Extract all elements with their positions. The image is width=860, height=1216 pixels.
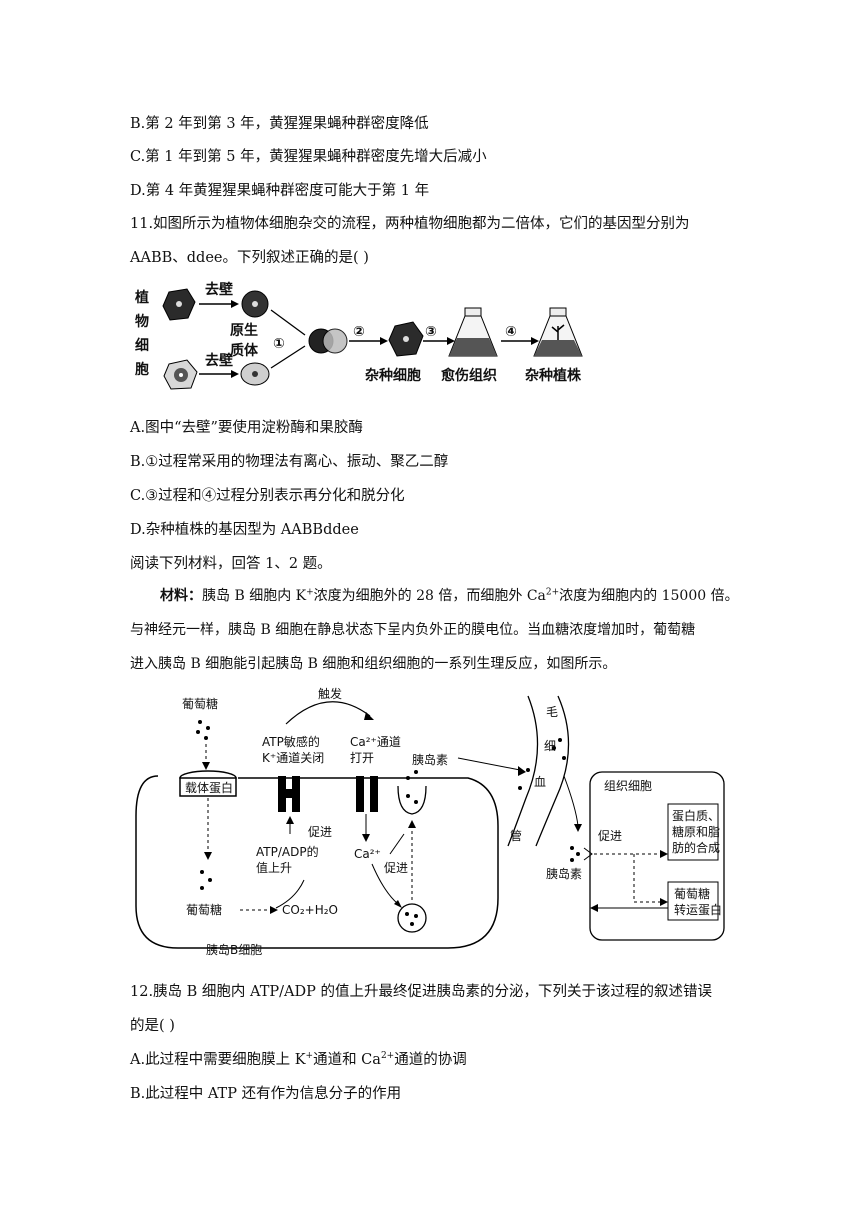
- glucose-transporter-box: [667, 881, 719, 921]
- hybrid-cell-label: 杂种细胞: [365, 367, 421, 384]
- carrier-protein-label: 载体蛋白: [185, 780, 233, 795]
- step-3-label: ③: [425, 324, 437, 340]
- q12-option-a: A.此过程中需要细胞膜上 K+通道和 Ca2+通道的协调: [130, 1048, 467, 1069]
- q11-option-b: B.①过程常采用的物理法有离心、振动、聚乙二醇: [130, 454, 449, 470]
- material-line-1: 材料：胰岛 B 细胞内 K+浓度为细胞外的 28 倍，而细胞外 Ca2+浓度为细…: [160, 585, 739, 605]
- plant-cell-label-4: 胞: [134, 361, 149, 378]
- q10-option-d: D.第 4 年黄猩猩果蝇种群密度可能大于第 1 年: [130, 183, 430, 199]
- ca-channel-label-1: Ca²⁺通道: [350, 735, 401, 749]
- material-line-3: 进入胰岛 B 细胞能引起胰岛 B 细胞和组织细胞的一系列生理反应，如图所示。: [130, 656, 617, 672]
- protoplast-label-2: 质体: [230, 342, 259, 359]
- ca-superscript: 2+: [545, 587, 560, 598]
- capillary-label-2: 细: [544, 739, 556, 753]
- synthesis-label-1: 蛋白质、: [672, 808, 720, 823]
- beta-cell-label: 胰岛B细胞: [206, 942, 262, 957]
- q12-ca-superscript: 2+: [380, 1051, 395, 1062]
- insulin-secretion-figure: 胰岛B细胞 葡萄糖 载体蛋白 葡萄糖 CO₂+H₂O ATP敏感的 K⁺通道关闭…: [135, 686, 725, 957]
- ca-channel-right: [370, 776, 378, 812]
- glut-label-1: 葡萄糖: [674, 886, 710, 901]
- synthesis-box: [667, 803, 719, 861]
- glucose-dots-top: [196, 720, 210, 740]
- hybridization-flow-figure: 植 物 细 胞 去壁 去壁 原生 质体 ① ② 杂种细胞 ③ 愈伤组织 ④: [134, 281, 583, 390]
- protoplast-label-1: 原生: [230, 322, 258, 339]
- k-channel-label-1: ATP敏感的: [262, 734, 320, 749]
- glucose-inside-label: 葡萄糖: [186, 902, 222, 917]
- q11-stem-line2: AABB、ddee。下列叙述正确的是( ): [130, 250, 369, 266]
- glut-label-2: 转运蛋白: [674, 902, 722, 917]
- k-channel-left: [278, 776, 286, 812]
- tissue-cell-label: 组织细胞: [604, 779, 652, 793]
- remove-wall-label-top: 去壁: [205, 281, 233, 298]
- step-4-label: ④: [505, 324, 517, 340]
- material-text-1c: 浓度为细胞内的 15000 倍。: [559, 588, 739, 604]
- carrier-protein: [179, 777, 237, 797]
- q11-option-d: D.杂种植株的基因型为 AABBddee: [130, 522, 359, 538]
- ratio-label-2: 值上升: [256, 860, 292, 875]
- capillary-wall-right: [535, 695, 570, 847]
- hybrid-plant-flask: [533, 307, 583, 357]
- ratio-label-1: ATP/ADP的: [256, 844, 319, 859]
- ca-ion-label: Ca²⁺: [354, 847, 381, 861]
- step-1-label: ①: [273, 336, 285, 352]
- q12-stem-line2: 的是( ): [130, 1018, 175, 1034]
- products-label: CO₂+H₂O: [282, 903, 338, 917]
- glucose-top-label: 葡萄糖: [182, 696, 218, 711]
- promote-label-3: 促进: [598, 829, 622, 843]
- glucose-dots-inside: [200, 870, 212, 890]
- capillary-label-1: 毛: [546, 705, 558, 719]
- synthesis-label-3: 肪的合成: [672, 840, 720, 855]
- material-line-2: 与神经元一样，胰岛 B 细胞在静息状态下呈内负外正的膜电位。当血糖浓度增加时，葡…: [130, 622, 696, 638]
- fusing-cell-b: [322, 328, 348, 354]
- ca-channel-left: [356, 776, 364, 812]
- q11-stem-line1: 11.如图所示为植物体细胞杂交的流程，两种植物细胞都为二倍体，它们的基因型分别为: [130, 216, 690, 232]
- plant-cell-label-3: 细: [135, 337, 149, 354]
- promote-label-2: 促进: [384, 861, 408, 875]
- q11-option-c: C.③过程和④过程分别表示再分化和脱分化: [130, 488, 405, 504]
- plant-cell-label-1: 植: [134, 289, 149, 306]
- trigger-label: 触发: [318, 686, 342, 701]
- q12-option-a-part3: 通道的协调: [394, 1052, 467, 1068]
- k-channel-label-2: K⁺通道关闭: [262, 751, 324, 765]
- q12-stem-line1: 12.胰岛 B 细胞内 ATP/ADP 的值上升最终促进胰岛素的分泌，下列关于该…: [130, 984, 712, 1000]
- insulin-vesicle: [397, 903, 427, 933]
- plant-cell-label-2: 物: [135, 313, 149, 330]
- step-2-label: ②: [353, 324, 365, 340]
- insulin-secreted-label: 胰岛素: [412, 752, 448, 767]
- insulin-tissue-label: 胰岛素: [546, 866, 582, 881]
- callus-flask: [448, 307, 498, 357]
- reading-intro: 阅读下列材料，回答 1、2 题。: [130, 556, 332, 572]
- q10-option-c: C.第 1 年到第 5 年，黄猩猩果蝇种群密度先增大后减小: [130, 149, 487, 165]
- q12-k-superscript: +: [305, 1051, 314, 1062]
- material-text-1b: 浓度为细胞外的 28 倍，而细胞外 Ca: [313, 588, 546, 604]
- exocytosis-vesicle: [397, 785, 427, 815]
- capillary-label-3: 血: [534, 775, 546, 789]
- capillary-label-4: 管: [510, 828, 522, 843]
- capillary-wall-left: [507, 695, 539, 847]
- q10-option-b: B.第 2 年到第 3 年，黄猩猩果蝇种群密度降低: [130, 116, 429, 132]
- material-text-1a: 胰岛 B 细胞内 K: [202, 588, 307, 604]
- remove-wall-label-bottom: 去壁: [205, 352, 233, 369]
- q11-option-a: A.图中“去壁”要使用淀粉酶和果胶酶: [130, 420, 363, 436]
- k-superscript: +: [306, 587, 314, 598]
- q12-option-b: B.此过程中 ATP 还有作为信息分子的作用: [130, 1086, 402, 1102]
- synthesis-label-2: 糖原和脂: [672, 824, 720, 839]
- hybrid-plant-label: 杂种植株: [525, 367, 582, 384]
- promote-label-1: 促进: [308, 825, 332, 839]
- q12-option-a-part2: 通道和 Ca: [313, 1052, 381, 1068]
- q12-option-a-part1: A.此过程中需要细胞膜上 K: [130, 1052, 306, 1068]
- ca-channel-label-2: 打开: [350, 751, 374, 765]
- beta-cell-membrane: [135, 775, 499, 949]
- callus-label: 愈伤组织: [440, 367, 497, 384]
- k-channel-right: [292, 776, 300, 812]
- material-label: 材料：: [160, 588, 202, 604]
